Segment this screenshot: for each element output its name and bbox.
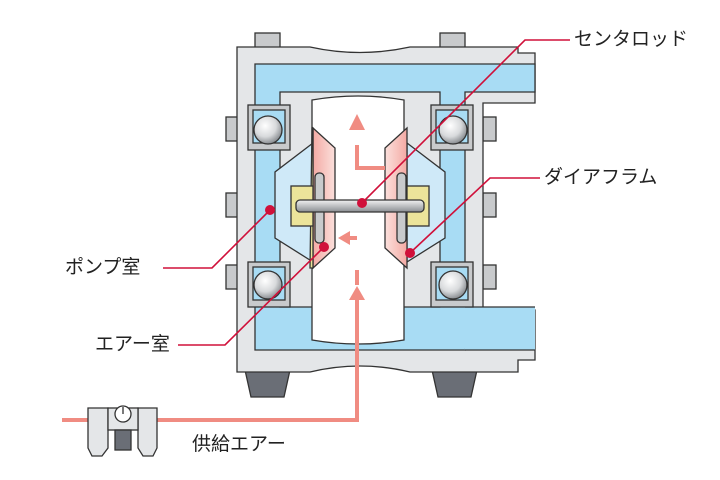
label-pump-chamber: ポンプ室 <box>65 256 141 278</box>
arrow-head-up-top <box>349 114 365 130</box>
label-diaphragm: ダイアフラム <box>544 166 658 188</box>
label-center-rod: センタロッド <box>574 28 689 50</box>
leader-lines <box>163 39 570 346</box>
filter-regulator-unit <box>87 405 158 457</box>
foot-left <box>244 369 291 398</box>
foot-right <box>431 369 478 398</box>
arrow-head-left <box>338 231 350 245</box>
label-supply-air: 供給エアー <box>192 433 286 455</box>
label-air-chamber: エアー室 <box>95 333 170 355</box>
air-flow-arrows <box>62 145 385 422</box>
arrow-head-up <box>349 286 365 300</box>
